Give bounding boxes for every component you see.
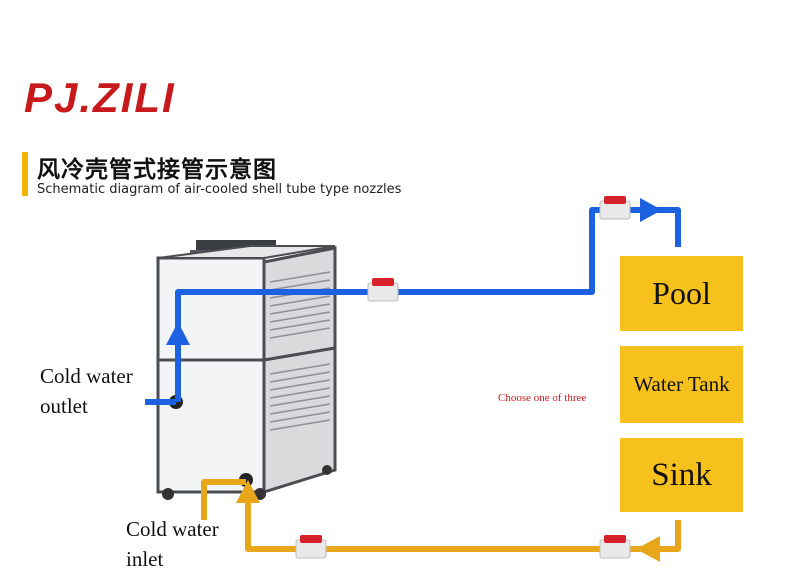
diagram-subtitle-en: Schematic diagram of air-cooled shell tu… [37, 182, 402, 197]
diagram-title-zh: 风冷壳管式接管示意图 [37, 157, 277, 183]
valve-supply-1 [367, 278, 399, 302]
arrow-left-icon [636, 536, 660, 562]
chiller-wheel [162, 488, 174, 500]
outlet-label-line2: outlet [40, 394, 88, 418]
heading-accent-bar [22, 152, 28, 196]
valve-supply-2 [599, 196, 631, 220]
return-pipe [201, 479, 681, 552]
chiller-wheel [254, 488, 266, 500]
return-arrows [236, 480, 660, 562]
valve-return-2 [599, 535, 631, 559]
brand-logo-text: PJ.ZILI [24, 74, 176, 121]
sink-box: Sink [620, 438, 743, 512]
chiller-louvres [269, 271, 331, 431]
water-tank-box: Water Tank [620, 346, 743, 423]
arrow-right-icon [640, 198, 662, 222]
pool-box: Pool [620, 256, 743, 331]
supply-arrows [166, 198, 662, 345]
arrow-up-icon [236, 480, 260, 503]
arrow-up-icon [166, 322, 190, 345]
inlet-label-line2: inlet [126, 547, 164, 571]
choice-note: Choose one of three [498, 392, 587, 404]
chiller-unit [156, 240, 337, 500]
outlet-label-line1: Cold water [40, 364, 133, 388]
valve-return-1 [295, 535, 327, 559]
cold-water-outlet-label: Cold water outlet [40, 361, 133, 421]
cold-water-inlet-label: Cold water inlet [126, 514, 219, 574]
brand-logo: PJ.ZILI [24, 74, 176, 121]
inlet-label-line1: Cold water [126, 517, 219, 541]
